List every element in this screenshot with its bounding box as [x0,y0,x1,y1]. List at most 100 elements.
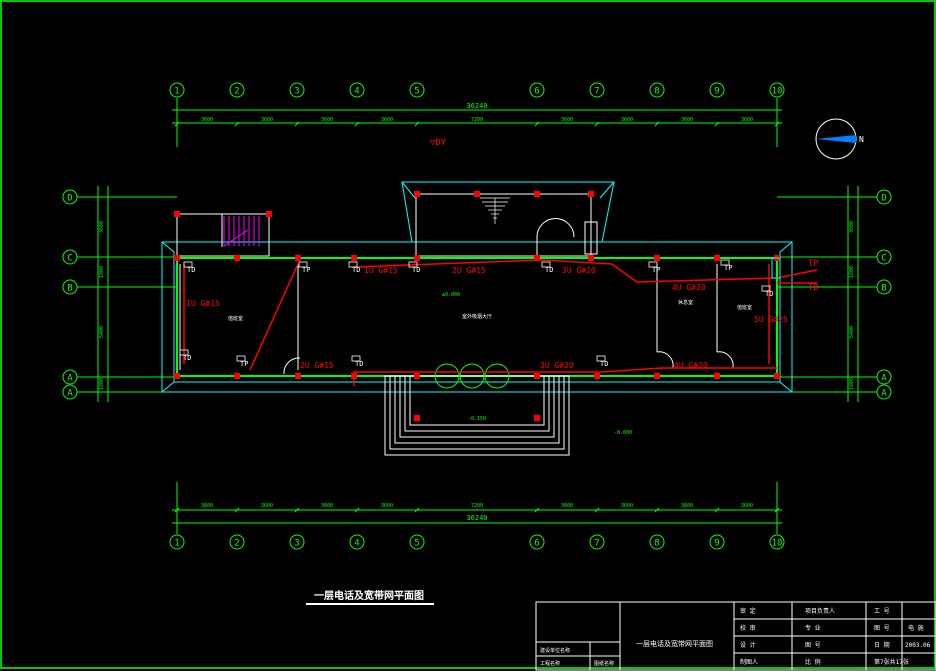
right-row-bubble-C [876,249,892,265]
cable-label: 2U G#15 [452,266,486,275]
left-row-letter: C [67,254,72,264]
tb-r3c4: 2003.06 [905,642,931,649]
tb-r2c3: 图 号 [874,625,890,632]
bottom-axis-bubble-2 [229,534,245,550]
left-row-bubble-D [62,189,78,205]
tb-left-2: 工程名称 [540,660,560,667]
right-side-dim: 1800 [849,378,855,390]
bottom-spacing: 3600 [321,503,333,509]
cable-runs [183,259,818,386]
right-row-letter: D [881,194,886,204]
left-side-dim: 3600 [99,221,105,233]
bottom-axis-bubble-number: 1 [174,539,179,549]
column-marker [588,255,594,261]
incoming-td: TD [808,283,819,293]
column-marker [351,255,357,261]
bottom-dimension-lines [172,482,782,534]
entry-box [771,257,781,279]
top-spacing: 3600 [681,117,693,123]
ground-level-3: -0.600 [614,430,632,436]
walls-white [179,193,734,375]
outlet-label: TP [240,360,248,368]
tb-r4c3: 第7张共17张 [874,658,909,666]
outlet-box [648,261,658,268]
bottom-axis-bubble-10 [769,534,785,550]
tb-r3c1: 设 计 [740,641,756,649]
tb-r1c2: 项目负责人 [805,607,835,615]
top-axis-bubble-4 [349,82,365,98]
hall-label: 室外吸烟大厅 [462,313,492,320]
right-side-dim: 1800 [849,266,855,278]
bottom-axis-bubble-number: 7 [594,539,599,549]
top-axis-bubble-number: 6 [534,87,539,97]
building-outline [161,181,793,393]
top-spacing: 3600 [201,117,213,123]
tb-left-3: 图纸名称 [594,660,614,667]
tb-r1c3: 工 号 [874,608,890,615]
cable-label: 3U G#20 [562,266,596,275]
north-label: N [859,135,864,144]
column-marker [534,415,540,421]
left-side-dim: 1800 [99,266,105,278]
outlet-label: TD [352,266,360,274]
cable-label: 2U G#15 [300,361,334,370]
cable-label: 4U G#20 [672,283,706,292]
column-marker [174,211,180,217]
left-side-dim: 1800 [99,378,105,390]
cable-label: 5U G#25 [754,315,788,324]
bottom-axis-bubble-9 [709,534,725,550]
column-marker [474,191,480,197]
incoming-tp: TP [808,259,819,269]
ground-level-1: ±0.000 [442,292,460,298]
bottom-spacing: 3600 [201,503,213,509]
level-marker-dy: ▽DY [430,138,447,148]
outlet-box [596,355,606,362]
column-marker [654,373,660,379]
outlet-label: TD [187,266,195,274]
top-axis-bubble-number: 2 [234,87,239,97]
outlet-box [351,355,361,362]
top-axis-bubble-7 [589,82,605,98]
bottom-axis-bubble-number: 3 [294,539,299,549]
bottom-spacing: 3600 [261,503,273,509]
column-marker [266,211,272,217]
room-labels: 值班室 休息室 值班室 室外吸烟大厅 [228,299,752,322]
bottom-axis-bubble-number: 10 [772,539,783,549]
right-row-letter: A [881,389,887,399]
outlet-label: TD [600,360,608,368]
column-marker [588,191,594,197]
right-row-bubble-A1 [876,384,892,400]
cable-label: 1U G#15 [364,266,398,275]
north-arrow: N [815,118,864,160]
bottom-axis-bubble-7 [589,534,605,550]
stair-top-left [176,213,270,257]
bottom-axis-bubble-8 [649,534,665,550]
column-marker [414,373,420,379]
column-marker [534,255,540,261]
stair-center [480,197,510,224]
top-axis-bubble-10 [769,82,785,98]
outlet-box [298,261,308,268]
column-marker [534,373,540,379]
bottom-total-dimension: 36240 [466,514,487,522]
bottom-axis-bubble-6 [529,534,545,550]
outlet-box [720,259,730,266]
column-marker [414,415,420,421]
outlet-label: TD [412,266,420,274]
column-marker [234,255,240,261]
left-row-bubble-A1 [62,384,78,400]
top-spacing: 3600 [261,117,273,123]
right-row-letter: B [881,284,886,294]
bottom-axis-bubble-1 [169,534,185,550]
column-marker [714,373,720,379]
column-marker [295,255,301,261]
outlet-box [761,285,771,292]
